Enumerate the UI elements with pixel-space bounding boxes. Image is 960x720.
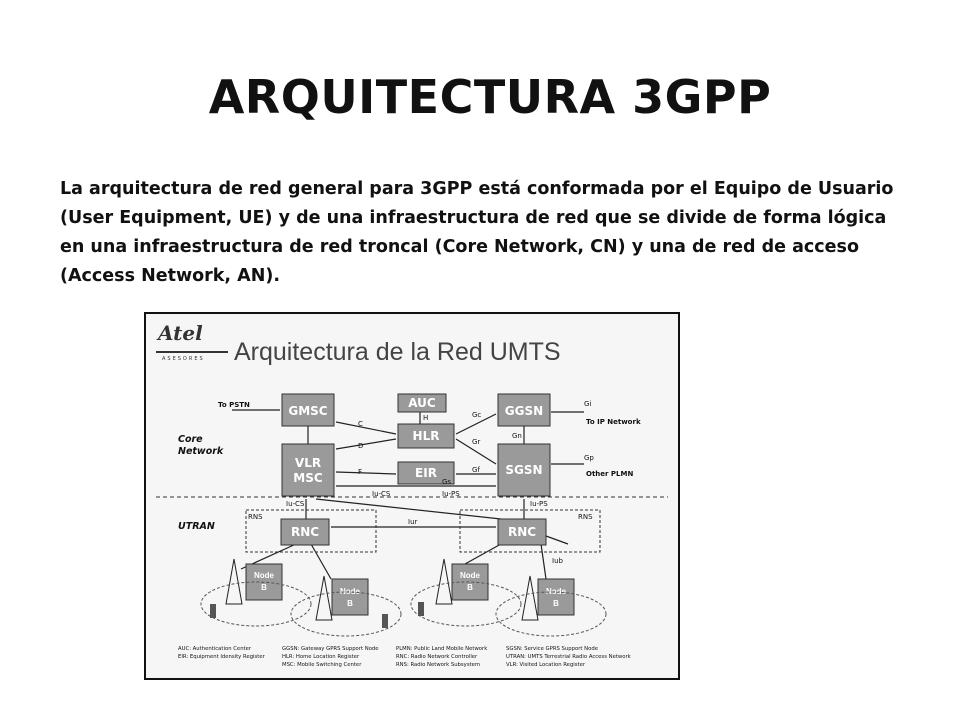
logo-subtext: ASESORES	[162, 356, 205, 362]
interface-iub: Iub	[552, 557, 564, 565]
other-plmn-label: Other PLMN	[586, 470, 633, 478]
vlr-msc-node: VLR MSC	[281, 443, 335, 497]
svg-text:Node: Node	[254, 571, 275, 580]
interface-gr: Gr	[472, 438, 480, 446]
interface-f: F	[358, 468, 362, 476]
svg-text:SGSN: Service GPRS Support Nod: SGSN: Service GPRS Support Node	[506, 646, 598, 652]
phone-icon	[210, 604, 216, 618]
hlr-node: HLR	[397, 423, 455, 449]
svg-text:B: B	[261, 583, 267, 592]
svg-text:MSC: MSC	[293, 471, 323, 485]
node-b-right-1: Node B	[435, 558, 489, 605]
svg-text:GGSN: GGSN	[505, 404, 543, 418]
eir-node: EIR	[397, 461, 455, 485]
diagram-title: Arquitectura de la Red UMTS	[234, 338, 561, 366]
sgsn-node: SGSN	[497, 443, 551, 497]
svg-text:RNC: RNC	[291, 525, 319, 539]
svg-text:GMSC: GMSC	[288, 404, 327, 418]
node-b-right-2: Node B	[521, 575, 575, 621]
svg-text:B: B	[347, 599, 353, 608]
interface-c: C	[358, 420, 363, 428]
interface-iu-ps: Iu-PS	[442, 490, 460, 498]
svg-text:RNC: RNC	[508, 525, 536, 539]
to-pstn-label: To PSTN	[218, 401, 250, 409]
phone-icon	[418, 602, 424, 616]
interface-gi: Gi	[584, 400, 591, 408]
interface-d: D	[358, 442, 363, 450]
svg-text:EIR: Equipment Idensity Regist: EIR: Equipment Idensity Register	[178, 654, 266, 660]
core-network-label-1: Core	[178, 434, 203, 445]
svg-text:GGSN: Gateway GPRS Support Nod: GGSN: Gateway GPRS Support Node	[282, 646, 379, 652]
auc-node: AUC	[397, 393, 447, 413]
svg-text:HLR: HLR	[413, 429, 440, 443]
svg-text:B: B	[553, 599, 559, 608]
core-network-label-2: Network	[178, 446, 224, 457]
diagram-legend: AUC: Authentication Center EIR: Equipmen…	[178, 646, 632, 668]
node-b-left-2: Node B	[315, 575, 369, 621]
svg-text:Node: Node	[340, 587, 361, 596]
interface-h: H	[423, 414, 428, 422]
interface-iu-ps-right: Iu-PS	[530, 500, 548, 508]
gmsc-node: GMSC	[281, 393, 335, 427]
svg-text:RNS: Radio Network Subsystem: RNS: Radio Network Subsystem	[396, 662, 480, 668]
interface-iu-cs: Iu-CS	[372, 490, 391, 498]
svg-text:AUC: Authentication Center: AUC: Authentication Center	[178, 646, 252, 652]
svg-text:EIR: EIR	[415, 466, 437, 480]
interface-gf: Gf	[472, 466, 480, 474]
interface-gc: Gc	[472, 411, 481, 419]
slide-body-text: La arquitectura de red general para 3GPP…	[60, 179, 894, 286]
svg-text:B: B	[467, 583, 473, 592]
utran-label: UTRAN	[178, 521, 215, 532]
umts-architecture-diagram: Atel ASESORES Arquitectura de la Red UMT…	[144, 312, 680, 680]
rns-label-left: RNS	[248, 513, 263, 521]
interface-iu-cs-left: Iu-CS	[286, 500, 305, 508]
svg-text:PLMN: Public Land Mobile Netwo: PLMN: Public Land Mobile Network	[396, 646, 488, 652]
node-b-left-1: Node B	[225, 558, 283, 605]
svg-text:HLR: Home Location Register: HLR: Home Location Register	[282, 654, 360, 660]
rns-label-right: RNS	[578, 513, 593, 521]
interface-gs: Gs	[442, 478, 451, 486]
logo-text: Atel	[156, 321, 203, 345]
interface-gp: Gp	[584, 454, 594, 462]
atel-logo: Atel ASESORES	[156, 321, 228, 362]
phone-icon	[382, 614, 388, 628]
svg-text:MSC: Mobile Switching Center: MSC: Mobile Switching Center	[282, 662, 362, 668]
ggsn-node: GGSN	[497, 393, 551, 427]
svg-text:Node: Node	[460, 571, 481, 580]
svg-text:UTRAN: UMTS Terrestrial Radio: UTRAN: UMTS Terrestrial Radio Access Net…	[506, 654, 632, 660]
to-ip-network-label: To IP Network	[586, 418, 641, 426]
interface-iur: Iur	[408, 518, 418, 526]
rnc-node-left: RNC	[280, 518, 330, 546]
svg-text:VLR: Visited Location Register: VLR: Visited Location Register	[506, 662, 586, 668]
slide-title: ARQUITECTURA 3GPP	[208, 70, 772, 124]
svg-text:RNC: Radio Network Controller: RNC: Radio Network Controller	[396, 654, 478, 660]
interface-gn: Gn	[512, 432, 522, 440]
svg-text:VLR: VLR	[295, 456, 321, 470]
svg-text:AUC: AUC	[408, 396, 436, 410]
svg-text:Node: Node	[546, 587, 567, 596]
rnc-node-right: RNC	[497, 518, 547, 546]
svg-text:SGSN: SGSN	[505, 463, 542, 477]
